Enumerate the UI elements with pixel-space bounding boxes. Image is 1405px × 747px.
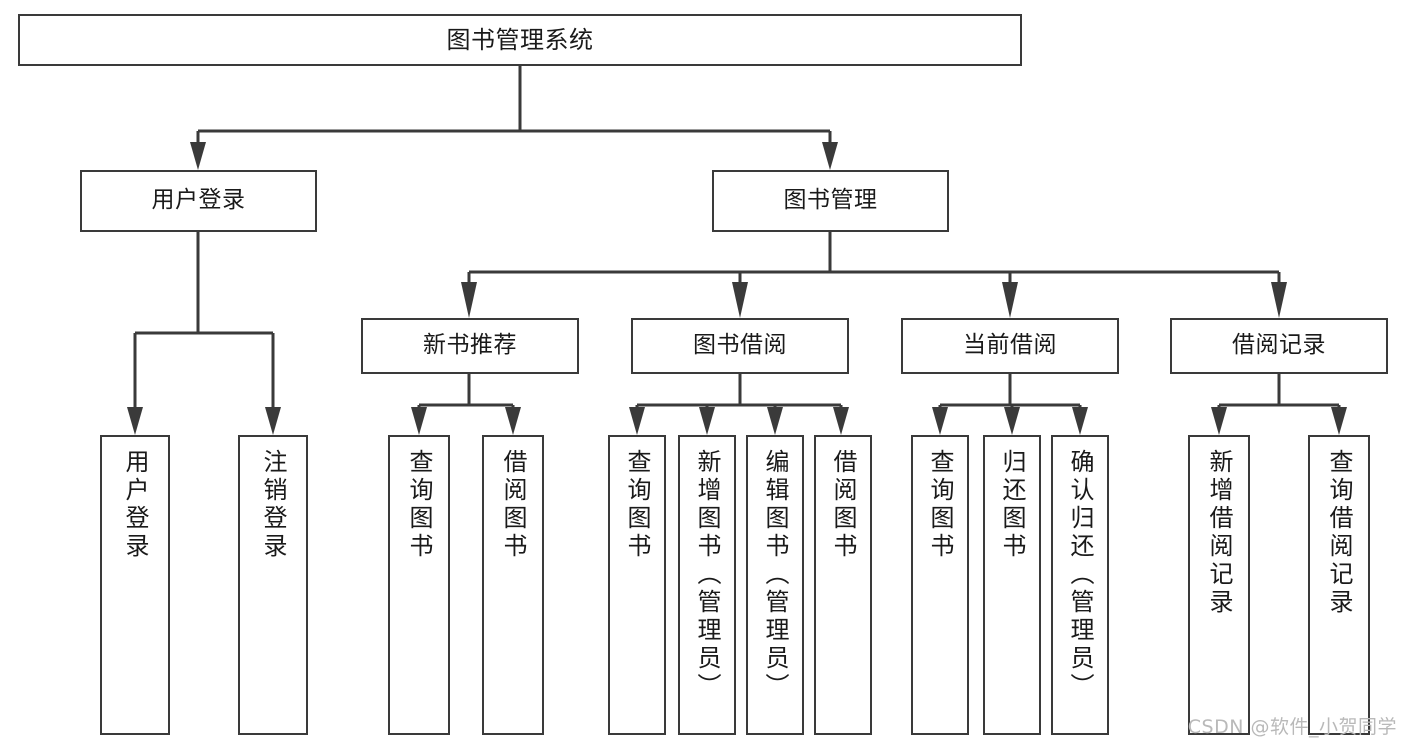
arrowheads [127,142,1347,435]
node-book-management-label: 图书管理 [783,187,878,214]
node-root-label: 图书管理系统 [446,25,594,54]
leaf-confirm-return-admin[interactable]: 确认归还（管理员） [1051,435,1109,735]
leaf-query-borrow-record-label: 查询借阅记录 [1325,449,1353,617]
leaf-borrow-book[interactable]: 借阅图书 [814,435,872,735]
node-new-book-recommend[interactable]: 新书推荐 [361,318,579,374]
leaf-user-login[interactable]: 用户登录 [100,435,170,735]
node-borrow-record-label: 借阅记录 [1232,332,1326,359]
node-user-login-label: 用户登录 [151,187,246,214]
leaf-add-borrow-record-label: 新增借阅记录 [1205,449,1233,617]
leaf-query-book-new-label: 查询图书 [405,449,433,561]
leaf-borrow-book-new-label: 借阅图书 [499,449,527,561]
node-book-management[interactable]: 图书管理 [712,170,949,232]
leaf-add-book-admin-label: 新增图书（管理员） [693,449,721,701]
leaf-logout-label: 注销登录 [259,449,287,561]
leaf-query-borrow-record[interactable]: 查询借阅记录 [1308,435,1370,735]
leaf-edit-book-admin-label: 编辑图书（管理员） [761,449,789,701]
leaf-borrow-book-new[interactable]: 借阅图书 [482,435,544,735]
node-user-login[interactable]: 用户登录 [80,170,317,232]
node-root[interactable]: 图书管理系统 [18,14,1022,66]
node-book-borrow[interactable]: 图书借阅 [631,318,849,374]
leaf-query-book-borrow[interactable]: 查询图书 [608,435,666,735]
node-borrow-record[interactable]: 借阅记录 [1170,318,1388,374]
leaf-return-book-label: 归还图书 [998,449,1026,561]
leaf-query-book-current[interactable]: 查询图书 [911,435,969,735]
leaf-user-login-label: 用户登录 [121,449,149,561]
leaf-query-book-new[interactable]: 查询图书 [388,435,450,735]
leaf-query-book-borrow-label: 查询图书 [623,449,651,561]
leaf-add-borrow-record[interactable]: 新增借阅记录 [1188,435,1250,735]
leaf-confirm-return-admin-label: 确认归还（管理员） [1066,449,1094,701]
leaf-add-book-admin[interactable]: 新增图书（管理员） [678,435,736,735]
node-current-borrow[interactable]: 当前借阅 [901,318,1119,374]
node-book-borrow-label: 图书借阅 [693,332,787,359]
node-current-borrow-label: 当前借阅 [963,332,1057,359]
leaf-borrow-book-label: 借阅图书 [829,449,857,561]
leaf-query-book-current-label: 查询图书 [926,449,954,561]
leaf-logout[interactable]: 注销登录 [238,435,308,735]
leaf-edit-book-admin[interactable]: 编辑图书（管理员） [746,435,804,735]
node-new-book-recommend-label: 新书推荐 [423,332,517,359]
leaf-return-book[interactable]: 归还图书 [983,435,1041,735]
